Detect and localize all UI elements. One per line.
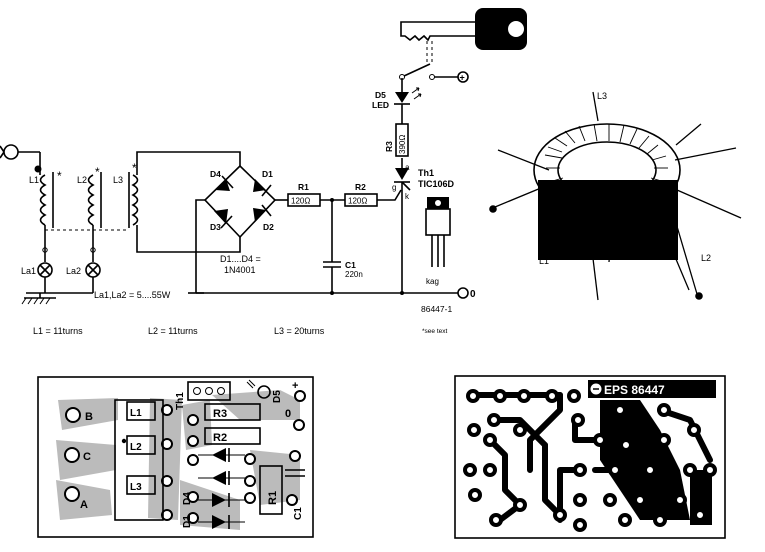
lamp-la2-label: La2 <box>66 266 81 276</box>
wire-bridge-negative <box>195 199 205 293</box>
th1-package-icon: kag <box>425 197 451 286</box>
th1-part: TIC106D <box>418 179 455 189</box>
coil-l3: L3 * <box>113 161 139 228</box>
pcb-c1: C1 <box>293 507 304 520</box>
turns-l3: L3 = 20turns <box>274 326 325 336</box>
diode-d3-label: D3 <box>210 222 221 232</box>
diode-d2-label: D2 <box>263 222 274 232</box>
capacitor-c1: C1 220n <box>323 198 363 293</box>
pcb-pad-b: B <box>85 411 93 423</box>
pcb-diodes <box>198 448 245 529</box>
star-mark-l3: * <box>132 161 137 175</box>
toroid-dot-l2 <box>695 292 703 300</box>
pcb-copper-side: EPS 86447 <box>454 375 726 539</box>
pcb-pad-zero: 0 <box>285 408 291 420</box>
diode-d1 <box>253 179 272 197</box>
thyristor-th1: a g k Th1 TIC106D <box>392 158 455 293</box>
star-mark-l1: * <box>57 169 62 183</box>
toroid-dot-l1 <box>489 205 497 213</box>
pcb-r2: R2 <box>213 432 227 444</box>
th1-pin-k: k <box>405 192 410 201</box>
resistor-r1-value: 120Ω <box>291 197 310 206</box>
resistor-r1-label: R1 <box>298 182 309 192</box>
pcb-d1: D1 <box>182 515 193 528</box>
terminal-zero <box>457 287 469 299</box>
toroid-drawing: L3 L1 L2 <box>489 91 742 301</box>
lamp-rating-text: La1,La2 = 5....55W <box>94 290 171 300</box>
resistor-r3-value: 390Ω <box>398 135 407 154</box>
coil-l1-label: L1 <box>29 175 39 185</box>
lamp-la1-label: La1 <box>21 266 36 276</box>
input-socket <box>0 144 41 175</box>
terminal-zero-label: 0 <box>470 289 476 300</box>
pcb-d5: D5 <box>272 390 283 403</box>
figure-id: 86447-1 <box>421 304 452 314</box>
pcb-component-side: L1 L2 L3 B C A Th1 R3 R2 D5 0 + <box>37 376 314 538</box>
th1-pin-a: a <box>405 163 410 172</box>
pcb-label-box <box>588 380 716 398</box>
diodes-part-text: 1N4001 <box>224 265 256 275</box>
toroid-l1-label: L1 <box>539 256 549 266</box>
star-mark-l2: * <box>95 165 100 179</box>
resistor-r2-label: R2 <box>355 182 366 192</box>
pcb-pad-plus: + <box>292 380 298 392</box>
resistor-r3-label: R3 <box>384 141 394 152</box>
see-text-note: *see text <box>422 328 447 335</box>
key-switch: + <box>399 38 469 83</box>
resistor-r2-value: 120Ω <box>348 197 367 206</box>
diode-d4 <box>215 175 234 191</box>
diode-d1-label: D1 <box>262 169 273 179</box>
wire-l3-top <box>136 151 241 175</box>
pcb-d4: D4 <box>182 492 193 505</box>
coil-l2: L2 * <box>77 165 102 228</box>
resistor-r2: 120Ω R2 <box>344 182 378 207</box>
th1-label: Th1 <box>418 168 434 178</box>
pcb-th1: Th1 <box>175 392 186 410</box>
th1-pinout: kag <box>426 277 439 286</box>
led-d5-label: D5 <box>375 90 386 100</box>
terminal-plus <box>457 71 469 83</box>
pcb-l1: L1 <box>130 408 142 419</box>
diode-d2 <box>253 204 272 222</box>
lamp-branches: La1 La2 La1,La2 = 5....55W <box>21 225 171 300</box>
capacitor-c1-value: 220n <box>345 270 363 279</box>
turns-l1: L1 = 11turns <box>33 326 83 336</box>
wire-l3-bottom <box>136 225 241 253</box>
coil-l1: L1 * <box>29 165 62 228</box>
turns-l2: L2 = 11turns <box>148 326 198 336</box>
led-d5-type: LED <box>372 100 389 110</box>
resistor-r1: 120Ω R1 <box>287 182 321 207</box>
ground-left-icon <box>21 293 56 305</box>
pcb-label-text: EPS 86447 <box>604 383 665 397</box>
key-icon <box>400 8 527 50</box>
coil-l3-label: L3 <box>113 175 123 185</box>
toroid-l2-label: L2 <box>701 253 711 263</box>
pcb-r3: R3 <box>213 408 227 420</box>
bridge-rectifier: D4 D1 D3 D2 <box>203 164 277 239</box>
th1-pin-g: g <box>392 183 396 192</box>
pcb-pad-a: A <box>80 499 88 511</box>
diode-d3 <box>214 209 233 229</box>
capacitor-c1-label: C1 <box>345 260 356 270</box>
terminal-plus-label: + <box>460 73 465 83</box>
pcb-pad-c: C <box>83 451 91 463</box>
toroid-l3-label: L3 <box>597 91 607 101</box>
coil-l2-label: L2 <box>77 175 87 185</box>
pcb-r1: R1 <box>267 491 279 505</box>
pcb-l3: L3 <box>130 482 142 493</box>
resistor-r3: 390Ω R3 <box>384 104 409 157</box>
schematic: L1 * L2 * L3 * La1 <box>0 8 527 336</box>
led-d5: D5 LED <box>372 78 422 110</box>
diodes-range-text: D1....D4 = <box>220 254 261 264</box>
pcb-l2: L2 <box>130 442 142 453</box>
diode-d4-label: D4 <box>210 169 221 179</box>
